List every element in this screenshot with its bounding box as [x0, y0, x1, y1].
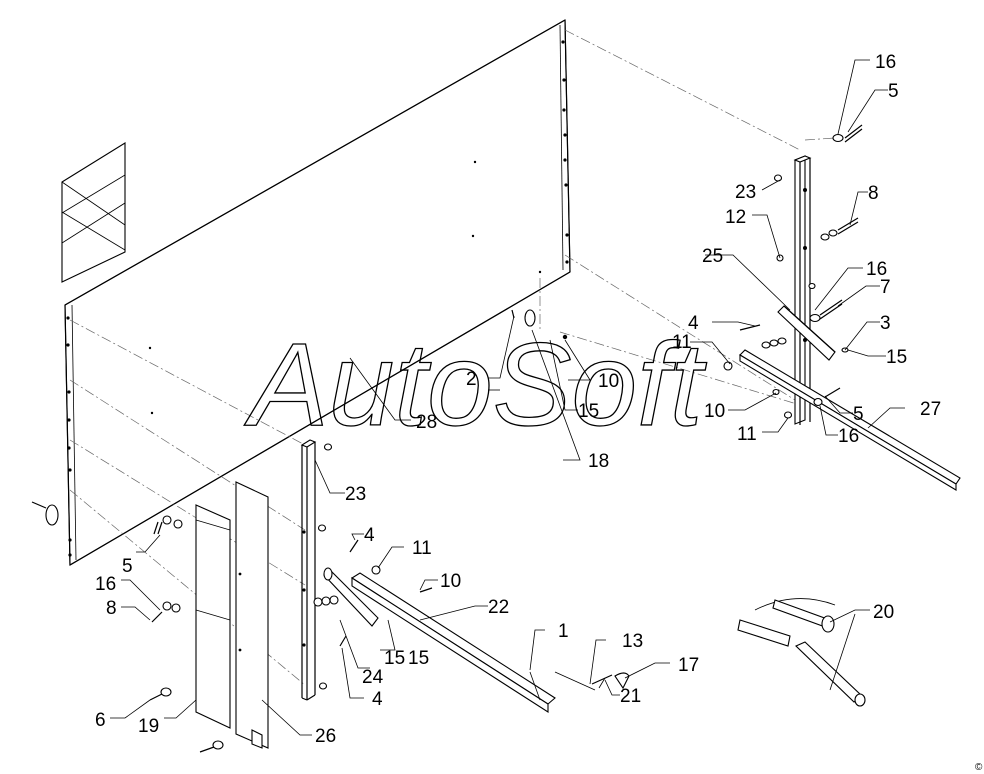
callout-17: 17: [678, 655, 699, 676]
callout-10b: 10: [598, 371, 619, 392]
callout-19: 19: [138, 716, 159, 737]
strut-right: [739, 349, 961, 491]
callout-8b: 8: [106, 598, 117, 619]
post-left: [300, 439, 333, 701]
strut-left: [350, 572, 556, 714]
side-panel: [64, 19, 571, 566]
hardware-center: [488, 309, 568, 391]
callout-16b: 16: [866, 259, 887, 280]
callout-24: 24: [362, 667, 384, 688]
callout-20: 20: [873, 602, 894, 623]
hardware-right: [723, 124, 863, 419]
callout-21: 21: [620, 686, 641, 707]
callout-4c: 4: [372, 689, 383, 710]
callout-4b: 4: [364, 525, 375, 546]
callout-5b: 5: [853, 404, 864, 425]
callout-labels: 16 5 23 8 12 25 16 7 3 4 11 15 10 5 11 1…: [95, 52, 941, 747]
callout-12: 12: [725, 207, 746, 228]
callout-10: 10: [704, 401, 725, 422]
callout-5: 5: [888, 81, 899, 102]
callout-25: 25: [702, 246, 723, 267]
watermark: AutoSoft: [244, 319, 707, 451]
callout-28: 28: [416, 412, 437, 433]
callout-16d: 16: [95, 574, 116, 595]
brace-right: [777, 305, 836, 361]
leader-lines: [110, 59, 905, 736]
callout-3: 3: [880, 313, 891, 334]
callout-4: 4: [688, 313, 699, 334]
hardware-left: [31, 501, 433, 753]
plate-26: [235, 481, 269, 749]
callout-15b: 15: [578, 401, 599, 422]
callout-2: 2: [466, 369, 477, 390]
callout-15: 15: [886, 347, 907, 368]
callout-23b: 23: [345, 484, 366, 505]
brace-left: [323, 567, 379, 627]
pin-assembly: [554, 671, 630, 691]
callout-16: 16: [875, 52, 896, 73]
callout-15c: 15: [408, 648, 429, 669]
straps: [737, 598, 866, 707]
post-right: [793, 155, 812, 425]
callout-16c: 16: [838, 426, 859, 447]
callout-22: 22: [488, 597, 509, 618]
callout-27: 27: [920, 399, 941, 420]
corner-mark: ©: [975, 762, 983, 773]
callout-15d: 15: [384, 648, 405, 669]
callout-8: 8: [868, 183, 879, 204]
callout-11: 11: [672, 332, 692, 353]
callout-6: 6: [95, 710, 106, 731]
callout-13: 13: [622, 631, 643, 652]
callout-23: 23: [735, 182, 756, 203]
callout-18: 18: [588, 451, 609, 472]
callout-26: 26: [315, 726, 336, 747]
callout-5c: 5: [122, 556, 133, 577]
callout-1: 1: [558, 621, 569, 642]
callout-11c: 11: [412, 538, 432, 559]
callout-10c: 10: [440, 571, 461, 592]
decal-plate: [61, 142, 126, 283]
callout-7: 7: [880, 277, 891, 298]
callout-11b: 11: [737, 424, 757, 445]
plate-19: [195, 504, 231, 729]
